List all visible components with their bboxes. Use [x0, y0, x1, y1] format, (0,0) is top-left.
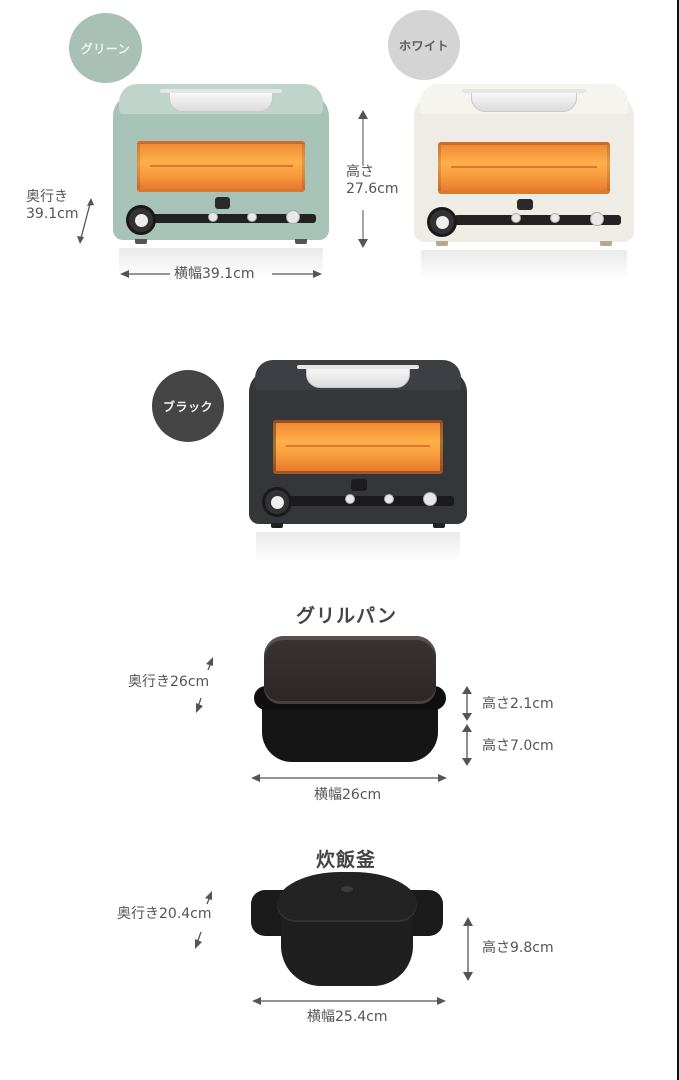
- depth-arrow-icon: [196, 657, 213, 713]
- grill-pan-lid-height-label: 高さ2.1cm: [482, 696, 554, 712]
- control-knob: [344, 494, 355, 505]
- control-panel: [151, 213, 317, 224]
- color-badge-white: ホワイト: [388, 10, 460, 80]
- control-knob: [246, 211, 257, 222]
- grill-pan-depth-label: 奥行き26cm: [128, 674, 210, 690]
- toaster-handle: [160, 89, 282, 112]
- toaster-window: [438, 142, 610, 194]
- brand-logo-icon: [351, 478, 367, 491]
- rice-pot-image: [251, 870, 443, 988]
- timer-dial: [262, 487, 293, 518]
- color-badge-label: ブラック: [162, 399, 213, 414]
- rice-pot-height-label: 高さ9.8cm: [482, 940, 554, 956]
- rice-pot-depth-label: 奥行き20.4cm: [117, 906, 212, 922]
- depth-label: 奥行き 39.1cm: [26, 189, 79, 222]
- grill-pan-body-height-label: 高さ7.0cm: [482, 738, 554, 754]
- width-label: 横幅39.1cm: [174, 266, 255, 282]
- control-knob: [590, 211, 604, 226]
- width-arrow-icon: [120, 270, 322, 278]
- brand-logo-icon: [214, 197, 230, 209]
- grill-pan-title: グリルパン: [296, 605, 397, 627]
- width-arrow-icon: [251, 774, 447, 782]
- depth-arrow-icon: [77, 198, 94, 244]
- control-panel: [288, 495, 454, 507]
- color-badge-label: ホワイト: [398, 38, 449, 53]
- height-arrow-icon: [463, 917, 473, 981]
- color-badge-green: グリーン: [69, 13, 142, 83]
- color-badge-label: グリーン: [80, 41, 131, 56]
- control-knob: [285, 210, 300, 225]
- toaster-black-image: [249, 360, 467, 562]
- height-label: 高さ 27.6cm: [346, 164, 399, 197]
- toaster-white-image: [414, 84, 634, 280]
- control-knob: [208, 211, 219, 222]
- timer-dial: [125, 205, 156, 236]
- toaster-window: [136, 141, 306, 193]
- color-badge-black: ブラック: [152, 370, 224, 442]
- frame-edge-line: [677, 0, 679, 1080]
- brand-emblem-icon: [341, 886, 353, 892]
- toaster-handle: [296, 365, 419, 388]
- width-arrow-icon: [252, 997, 446, 1005]
- height-arrow-icon: [462, 686, 472, 766]
- toaster-window: [272, 420, 444, 474]
- toaster-handle: [462, 89, 586, 112]
- grill-pan-width-label: 横幅26cm: [314, 787, 382, 803]
- control-knob: [510, 213, 521, 224]
- control-panel: [453, 215, 621, 226]
- control-knob: [384, 494, 395, 505]
- rice-pot-title: 炊飯釜: [316, 849, 377, 871]
- rice-pot-width-label: 横幅25.4cm: [307, 1009, 388, 1025]
- depth-arrow-icon: [195, 891, 212, 949]
- brand-logo-icon: [517, 198, 533, 211]
- grill-pan-image: [254, 636, 446, 764]
- control-knob: [423, 492, 438, 507]
- timer-dial: [427, 206, 458, 237]
- height-arrow-icon: [358, 110, 368, 248]
- control-knob: [550, 213, 561, 224]
- toaster-green-image: [113, 84, 329, 278]
